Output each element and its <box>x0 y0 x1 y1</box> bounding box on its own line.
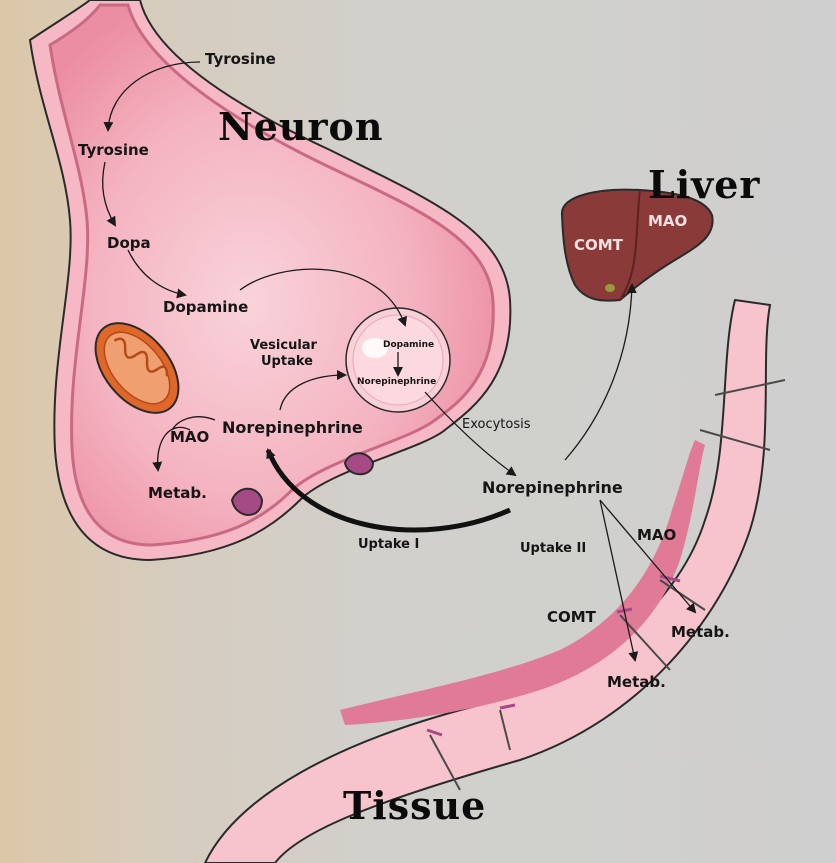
norepinephrine-neuron-label: Norepinephrine <box>222 420 363 436</box>
comt-tissue-label: COMT <box>547 610 596 625</box>
tissue-title: Tissue <box>343 787 486 825</box>
liver-comt-label: COMT <box>574 238 623 253</box>
tyrosine-outside-label: Tyrosine <box>205 52 276 67</box>
mao-tissue-label: MAO <box>637 528 676 543</box>
dopamine-label: Dopamine <box>163 300 248 315</box>
vesicular-uptake-label-2: Uptake <box>261 355 313 368</box>
tyrosine-inside-label: Tyrosine <box>78 143 149 158</box>
uptake-1-label: Uptake I <box>358 538 419 551</box>
neuron-title: Neuron <box>218 108 384 146</box>
metab-tissue-label-1: Metab. <box>671 625 730 640</box>
vesicular-uptake-label-1: Vesicular <box>250 339 317 352</box>
liver-mao-label: MAO <box>648 214 687 229</box>
dopa-label: Dopa <box>107 236 151 251</box>
arrow-to-liver <box>565 285 632 460</box>
membrane-dimple <box>345 453 373 474</box>
liver-title: Liver <box>648 166 760 204</box>
metab-tissue-label-2: Metab. <box>607 675 666 690</box>
neuron-cell <box>30 0 510 560</box>
exocytosis-label: Exocytosis <box>462 418 531 431</box>
vesicle-dopamine-label: Dopamine <box>383 341 434 350</box>
norepinephrine-synapse-label: Norepinephrine <box>482 480 623 496</box>
uptake-2-label: Uptake II <box>520 542 586 555</box>
metab-neuron-label: Metab. <box>148 486 207 501</box>
mao-neuron-label: MAO <box>170 430 209 445</box>
vesicle-norepinephrine-label: Norepinephrine <box>357 378 436 387</box>
